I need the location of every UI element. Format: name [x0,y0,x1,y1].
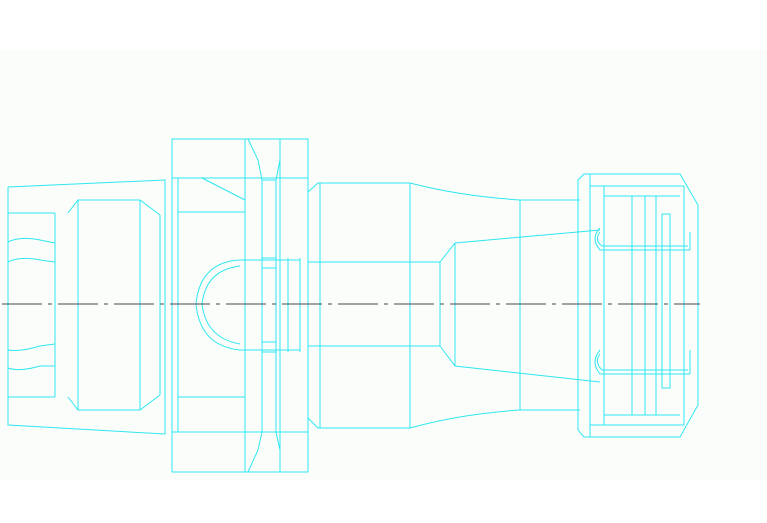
collet-nut [577,173,699,438]
body-nose [307,182,601,429]
taper-shank [7,179,166,435]
flange [171,138,309,473]
drawing-background [0,50,767,480]
drawing-area [0,50,767,480]
drive-pocket [195,257,301,353]
tool-holder-drawing [0,50,767,480]
